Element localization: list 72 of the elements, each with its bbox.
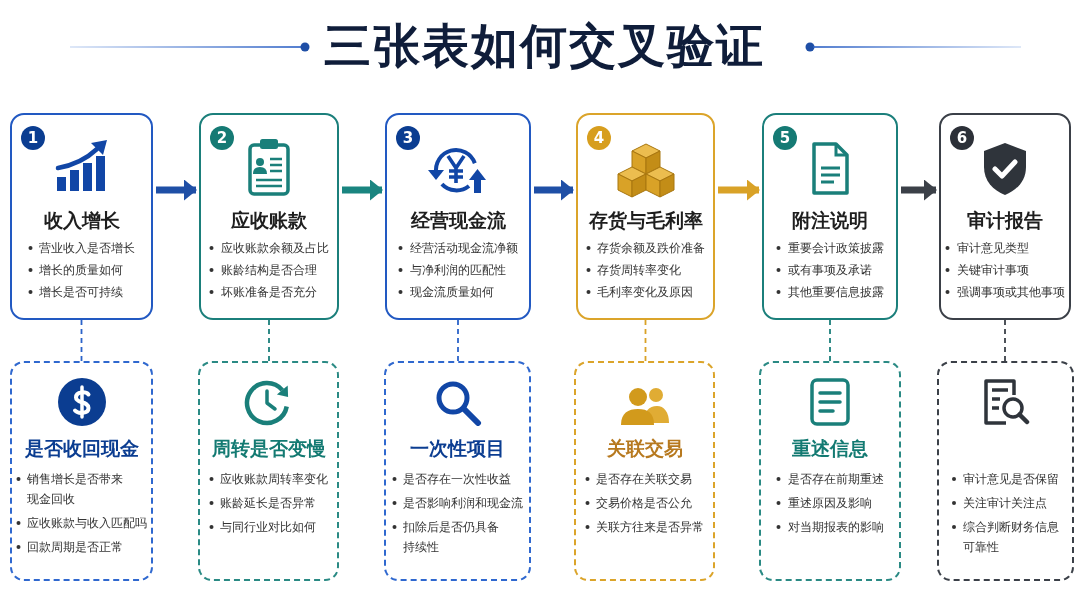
title: 三张表如何交叉验证 bbox=[323, 20, 765, 72]
bullet-item: 存货周转率变化 bbox=[586, 259, 705, 281]
bullet-item: 对当期报表的影响 bbox=[776, 517, 884, 537]
bullet-item: 营业收入是否增长 bbox=[28, 237, 135, 259]
card-heading: 周转是否变慢 bbox=[211, 436, 326, 460]
card-heading: 存货与毛利率 bbox=[588, 208, 703, 232]
bullet-item: 增长的质量如何 bbox=[28, 259, 135, 281]
step-number: 2 bbox=[210, 126, 234, 150]
bullet-item: 存货余额及跌价准备 bbox=[586, 237, 705, 259]
step-number: 3 bbox=[396, 126, 420, 150]
card-heading: 审计报告 bbox=[967, 208, 1043, 232]
card-heading: 经营现金流 bbox=[410, 208, 506, 232]
bullet-item: 回款周期是否正常 bbox=[16, 537, 147, 557]
step-card bbox=[939, 113, 1071, 320]
bullet-item: 关注审计关注点 bbox=[951, 493, 1060, 513]
check-card bbox=[384, 361, 531, 581]
bullet-item: 重要会计政策披露 bbox=[776, 237, 884, 259]
bullet-item: 坏账准备是否充分 bbox=[209, 281, 329, 303]
bullet-item: 应收账款与收入匹配吗 bbox=[16, 513, 147, 533]
step-card bbox=[576, 113, 715, 320]
step-card bbox=[385, 113, 531, 320]
bullet-item: 重述原因及影响 bbox=[776, 493, 884, 513]
bullet-item: 与净利润的匹配性 bbox=[398, 259, 518, 281]
card-heading: 关联交易 bbox=[606, 436, 683, 460]
bullet-item: 现金流质量如何 bbox=[398, 281, 518, 303]
bullet-item: 销售增长是否带来现金回收 bbox=[16, 469, 124, 509]
bullet-item: 毛利率变化及原因 bbox=[586, 281, 705, 303]
bullet-item: 应收账款周转率变化 bbox=[209, 469, 328, 489]
bullet-item: 其他重要信息披露 bbox=[776, 281, 884, 303]
bullet-item: 增长是否可持续 bbox=[28, 281, 135, 303]
bullet-item: 应收账款余额及占比 bbox=[209, 237, 329, 259]
card-heading: 收入增长 bbox=[43, 208, 120, 232]
step-card bbox=[762, 113, 898, 320]
step-card bbox=[10, 113, 153, 320]
connector-line bbox=[268, 319, 270, 362]
bullet-item: 强调事项或其他事项 bbox=[945, 281, 1065, 303]
connector-line bbox=[644, 319, 647, 362]
bullet-item: 关联方往来是否异常 bbox=[585, 517, 704, 537]
step-number: 1 bbox=[21, 126, 45, 150]
bullet-item: 账龄延长是否异常 bbox=[209, 493, 328, 513]
step-number: 5 bbox=[773, 126, 797, 150]
bullet-item: 是否存在一次性收益 bbox=[392, 469, 523, 489]
check-card bbox=[198, 361, 339, 581]
step-number: 6 bbox=[950, 126, 974, 150]
bullet-item: 是否存在关联交易 bbox=[585, 469, 704, 489]
check-card bbox=[574, 361, 715, 581]
bullet-item: 交易价格是否公允 bbox=[585, 493, 704, 513]
bullet-item: 综合判断财务信息可靠性 bbox=[951, 517, 1060, 557]
bullet-item: 账龄结构是否合理 bbox=[209, 259, 329, 281]
bullet-item: 审计意见是否保留 bbox=[951, 469, 1060, 489]
bullet-item: 审计意见类型 bbox=[945, 237, 1065, 259]
bullet-item: 是否存在前期重述 bbox=[776, 469, 884, 489]
check-card bbox=[759, 361, 901, 581]
bullet-item: 与同行业对比如何 bbox=[209, 517, 328, 537]
bullet-item: 或有事项及承诺 bbox=[776, 259, 884, 281]
bullet-item: 关键审计事项 bbox=[945, 259, 1065, 281]
connector-line bbox=[80, 319, 83, 362]
card-heading: 应收账款 bbox=[231, 208, 307, 232]
bullet-item: 扣除后是否仍具备持续性 bbox=[392, 517, 500, 557]
check-card bbox=[10, 361, 153, 581]
step-number: 4 bbox=[587, 126, 611, 150]
card-heading: 附注说明 bbox=[792, 208, 868, 232]
card-heading: 重述信息 bbox=[792, 436, 868, 460]
connector-line bbox=[829, 319, 831, 362]
connector-line bbox=[1004, 319, 1006, 362]
card-heading: 是否收回现金 bbox=[24, 436, 139, 460]
bullet-item: 经营活动现金流净额 bbox=[398, 237, 518, 259]
bullet-item: 是否影响利润和现金流 bbox=[392, 493, 523, 513]
card-heading: 一次性项目 bbox=[410, 436, 505, 460]
check-card bbox=[937, 361, 1074, 581]
step-card bbox=[199, 113, 339, 320]
connector-line bbox=[457, 319, 459, 362]
